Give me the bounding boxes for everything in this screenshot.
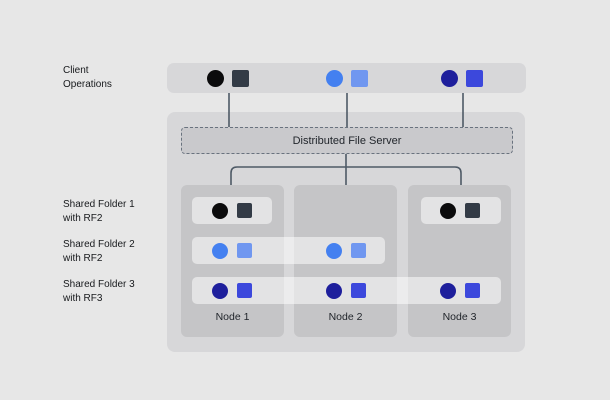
- folder-1-square-icon: [232, 69, 249, 87]
- folder-1-circle-icon: [207, 69, 224, 87]
- folder-2-replica-node-2: [326, 237, 366, 264]
- distributed-file-server-label: Distributed File Server: [292, 134, 402, 147]
- node-2-label: Node 2: [328, 311, 363, 323]
- folder-2-circle-icon: [326, 242, 342, 259]
- client-pair-folder-2: [326, 63, 368, 93]
- folder-2-circle-icon: [326, 69, 343, 87]
- folder-1-circle-icon: [440, 202, 456, 219]
- folder-3-circle-icon: [440, 282, 456, 299]
- folder-3-square-icon: [351, 283, 366, 298]
- folder-3-square-icon: [465, 283, 480, 298]
- folder-1-label-line1: Shared Folder 1: [63, 199, 135, 210]
- node-3-label: Node 3: [442, 311, 477, 323]
- folder-3-replica-node-3: [440, 277, 480, 304]
- folder-1-replica-band-node-1: [192, 197, 272, 224]
- folder-3-circle-icon: [326, 282, 342, 299]
- folder-2-replica-node-1: [212, 237, 252, 264]
- folder-2-label: Shared Folder 2 with RF2: [63, 238, 135, 265]
- folder-1-square-icon: [465, 203, 480, 218]
- folder-1-label-line2: with RF2: [63, 212, 103, 224]
- folder-3-label-line2: with RF3: [63, 292, 103, 304]
- folder-1-replica-band-node-3: [421, 197, 501, 224]
- folder-1-label: Shared Folder 1 with RF2: [63, 198, 135, 225]
- folder-2-label-line2: with RF2: [63, 252, 103, 264]
- folder-3-circle-icon: [212, 282, 228, 299]
- folder-1-replica-node-3: [440, 197, 480, 224]
- folder-3-circle-icon: [441, 69, 458, 87]
- folder-2-square-icon: [237, 243, 252, 258]
- folder-3-square-icon: [237, 283, 252, 298]
- folder-2-circle-icon: [212, 242, 228, 259]
- folder-1-square-icon: [237, 203, 252, 218]
- distributed-file-server-box: Distributed File Server: [181, 127, 513, 154]
- folder-1-replica-node-1: [212, 197, 252, 224]
- client-operations-label: Client Operations: [63, 64, 112, 91]
- client-pair-folder-3: [441, 63, 483, 93]
- folder-2-square-icon: [351, 69, 368, 87]
- client-operations-label-line1: Client: [63, 65, 89, 76]
- client-operations-label-line2: Operations: [63, 78, 112, 90]
- client-pair-folder-1: [207, 63, 249, 93]
- folder-1-circle-icon: [212, 202, 228, 219]
- folder-3-square-icon: [466, 69, 483, 87]
- folder-2-label-line1: Shared Folder 2: [63, 239, 135, 250]
- folder-3-label: Shared Folder 3 with RF3: [63, 278, 135, 305]
- folder-3-replica-node-1: [212, 277, 252, 304]
- folder-3-replica-node-2: [326, 277, 366, 304]
- folder-2-square-icon: [351, 243, 366, 258]
- folder-3-label-line1: Shared Folder 3: [63, 279, 135, 290]
- node-1-label: Node 1: [215, 311, 250, 323]
